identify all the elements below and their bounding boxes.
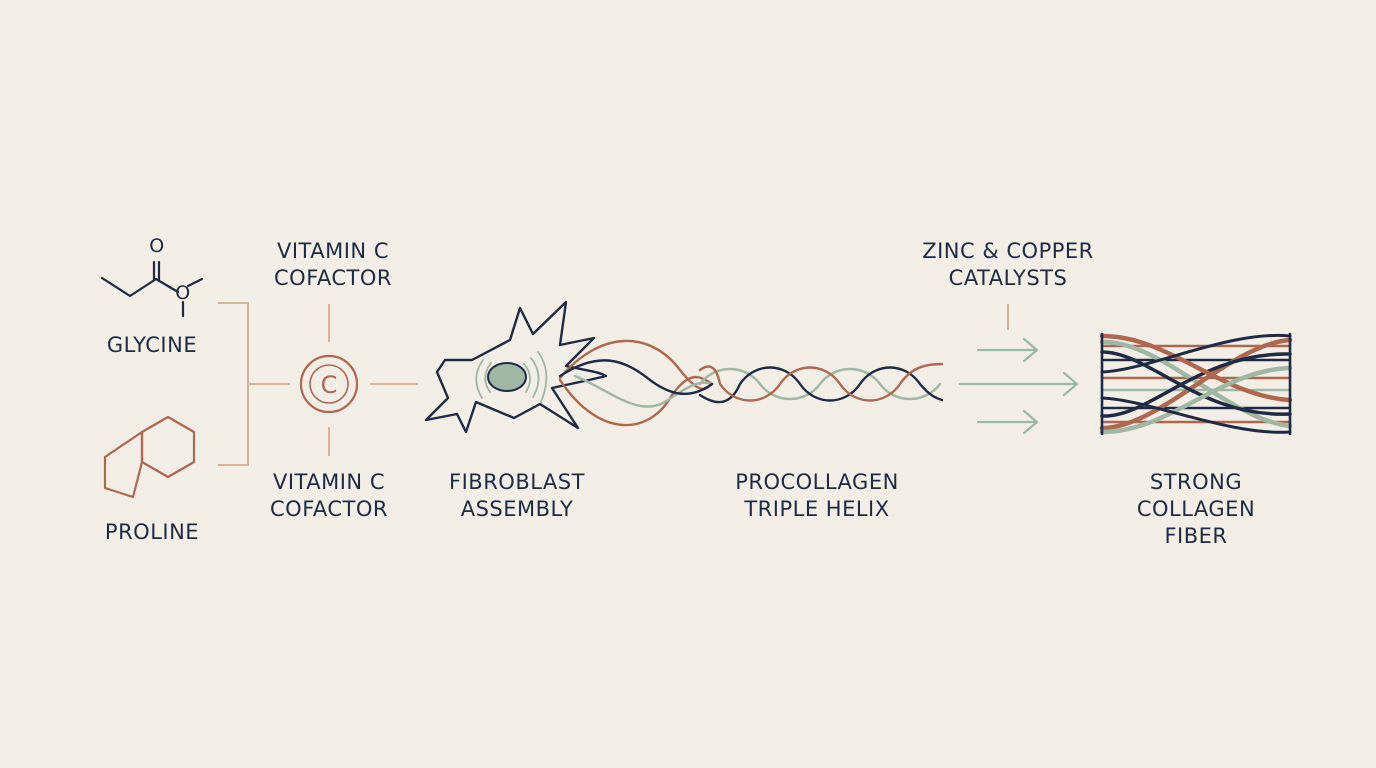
- catalysts-label-line2: CATALYSTS: [949, 266, 1068, 290]
- fibroblast-cell-icon: [424, 300, 608, 434]
- vitamin-c-bottom-label-line1: VITAMIN C: [273, 470, 385, 494]
- circled-c-icon: C: [299, 354, 359, 414]
- glycine-molecule-icon: [100, 260, 204, 318]
- loose-collagen-strands: [558, 339, 714, 427]
- proline-label: PROLINE: [105, 520, 199, 544]
- glycine-oxygen-top: O: [149, 235, 164, 257]
- procollagen-label-line1: PROCOLLAGEN: [735, 470, 899, 494]
- vitamin-c-top-label-line2: COFACTOR: [274, 266, 392, 290]
- merge-bracket: [218, 302, 290, 466]
- fiber-label-line3: FIBER: [1164, 524, 1227, 548]
- fibroblast-label-line1: FIBROBLAST: [449, 470, 585, 494]
- fiber-label-line2: COLLAGEN: [1137, 497, 1255, 521]
- vitamin-c-bottom-label-line2: COFACTOR: [270, 497, 388, 521]
- woven-collagen-fiber-icon: [1099, 332, 1293, 436]
- cofactor-symbol: C: [321, 371, 338, 399]
- catalysts-label-line1: ZINC & COPPER: [922, 239, 1094, 263]
- glycine-label: GLYCINE: [107, 333, 197, 357]
- fibroblast-label-line2: ASSEMBLY: [461, 497, 574, 521]
- glycine-oxygen-side: O: [175, 282, 190, 304]
- fiber-label-line1: STRONG: [1150, 470, 1242, 494]
- procollagen-label-line2: TRIPLE HELIX: [743, 497, 889, 521]
- triple-helix-icon: [698, 362, 944, 404]
- right-arrow-icon: [958, 371, 1079, 397]
- proline-ring-icon: [103, 415, 196, 499]
- right-arrow-icon: [976, 337, 1039, 363]
- right-arrow-icon: [976, 409, 1039, 435]
- vitamin-c-connectors: [328, 304, 418, 456]
- vitamin-c-top-label-line1: VITAMIN C: [277, 239, 389, 263]
